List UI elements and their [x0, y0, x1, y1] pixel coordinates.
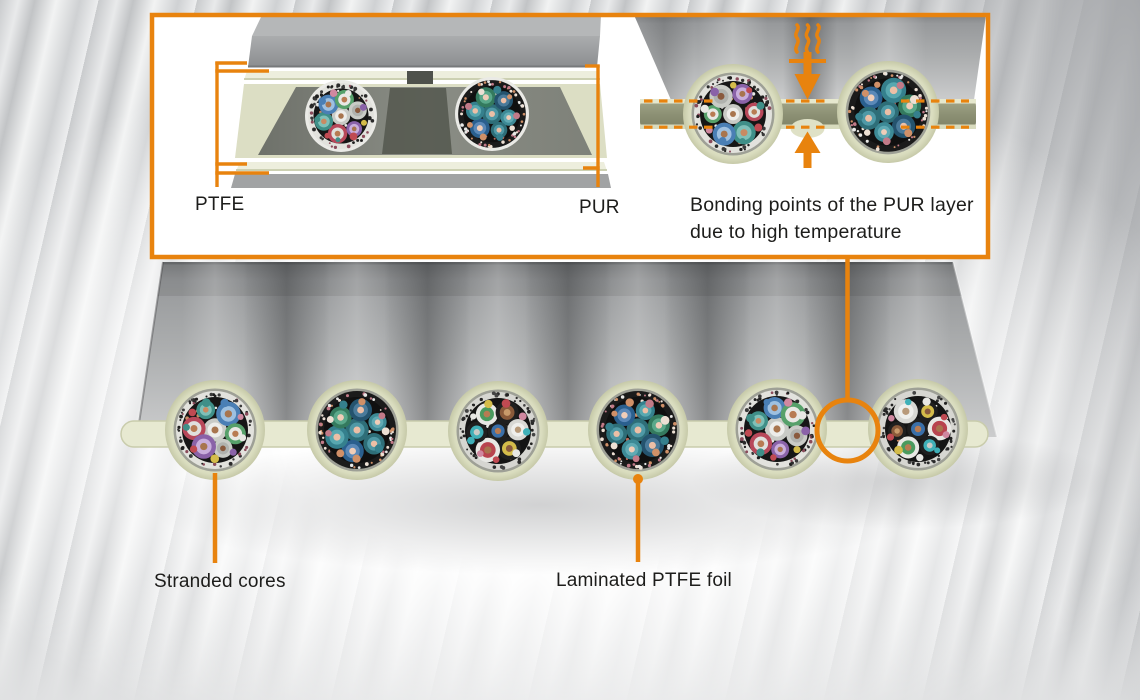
stranded-core: [588, 380, 688, 480]
corrugation: [137, 262, 997, 437]
bonded-view: [634, 17, 986, 168]
pur-bottom-layer: [231, 174, 611, 188]
ptfe-film-bottom: [236, 162, 607, 171]
bonding-caption: Bonding points of the PUR layer due to h…: [690, 192, 974, 246]
arrow-down-icon: [794, 52, 821, 100]
exploded-view: [215, 17, 611, 188]
ptfe-label: PTFE: [195, 194, 245, 215]
heat-waves-icon: [794, 23, 821, 54]
pur-bracket: [583, 64, 600, 187]
stranded-core: [305, 80, 377, 152]
pur-label: PUR: [579, 197, 620, 218]
bonding-dashes: [644, 99, 969, 129]
leader-dot-laminated: [633, 474, 643, 484]
stranded-core: [448, 381, 548, 481]
stranded-core: [307, 380, 407, 480]
callout-content: [215, 17, 986, 188]
stranded-core: [837, 61, 939, 163]
laminated-ptfe-foil-label: Laminated PTFE foil: [556, 570, 732, 591]
bonding-caption-line1: Bonding points of the PUR layer: [690, 194, 974, 216]
callout-border: [149, 12, 991, 260]
callout-box: [149, 12, 991, 260]
bonding-highlight-circle: [814, 397, 881, 464]
bonding-caption-line2: due to high temperature: [690, 221, 902, 243]
ptfe-bracket: [215, 61, 269, 187]
pur-top-layer: [248, 36, 600, 67]
stranded-core: [868, 379, 968, 479]
flat-cable: [120, 258, 998, 563]
stranded-core: [727, 379, 827, 479]
stranded-cores-label: Stranded cores: [154, 571, 286, 592]
stranded-core: [165, 380, 265, 480]
stranded-core: [455, 77, 529, 151]
arrow-up-icon: [794, 131, 821, 168]
stranded-core: [683, 64, 783, 164]
